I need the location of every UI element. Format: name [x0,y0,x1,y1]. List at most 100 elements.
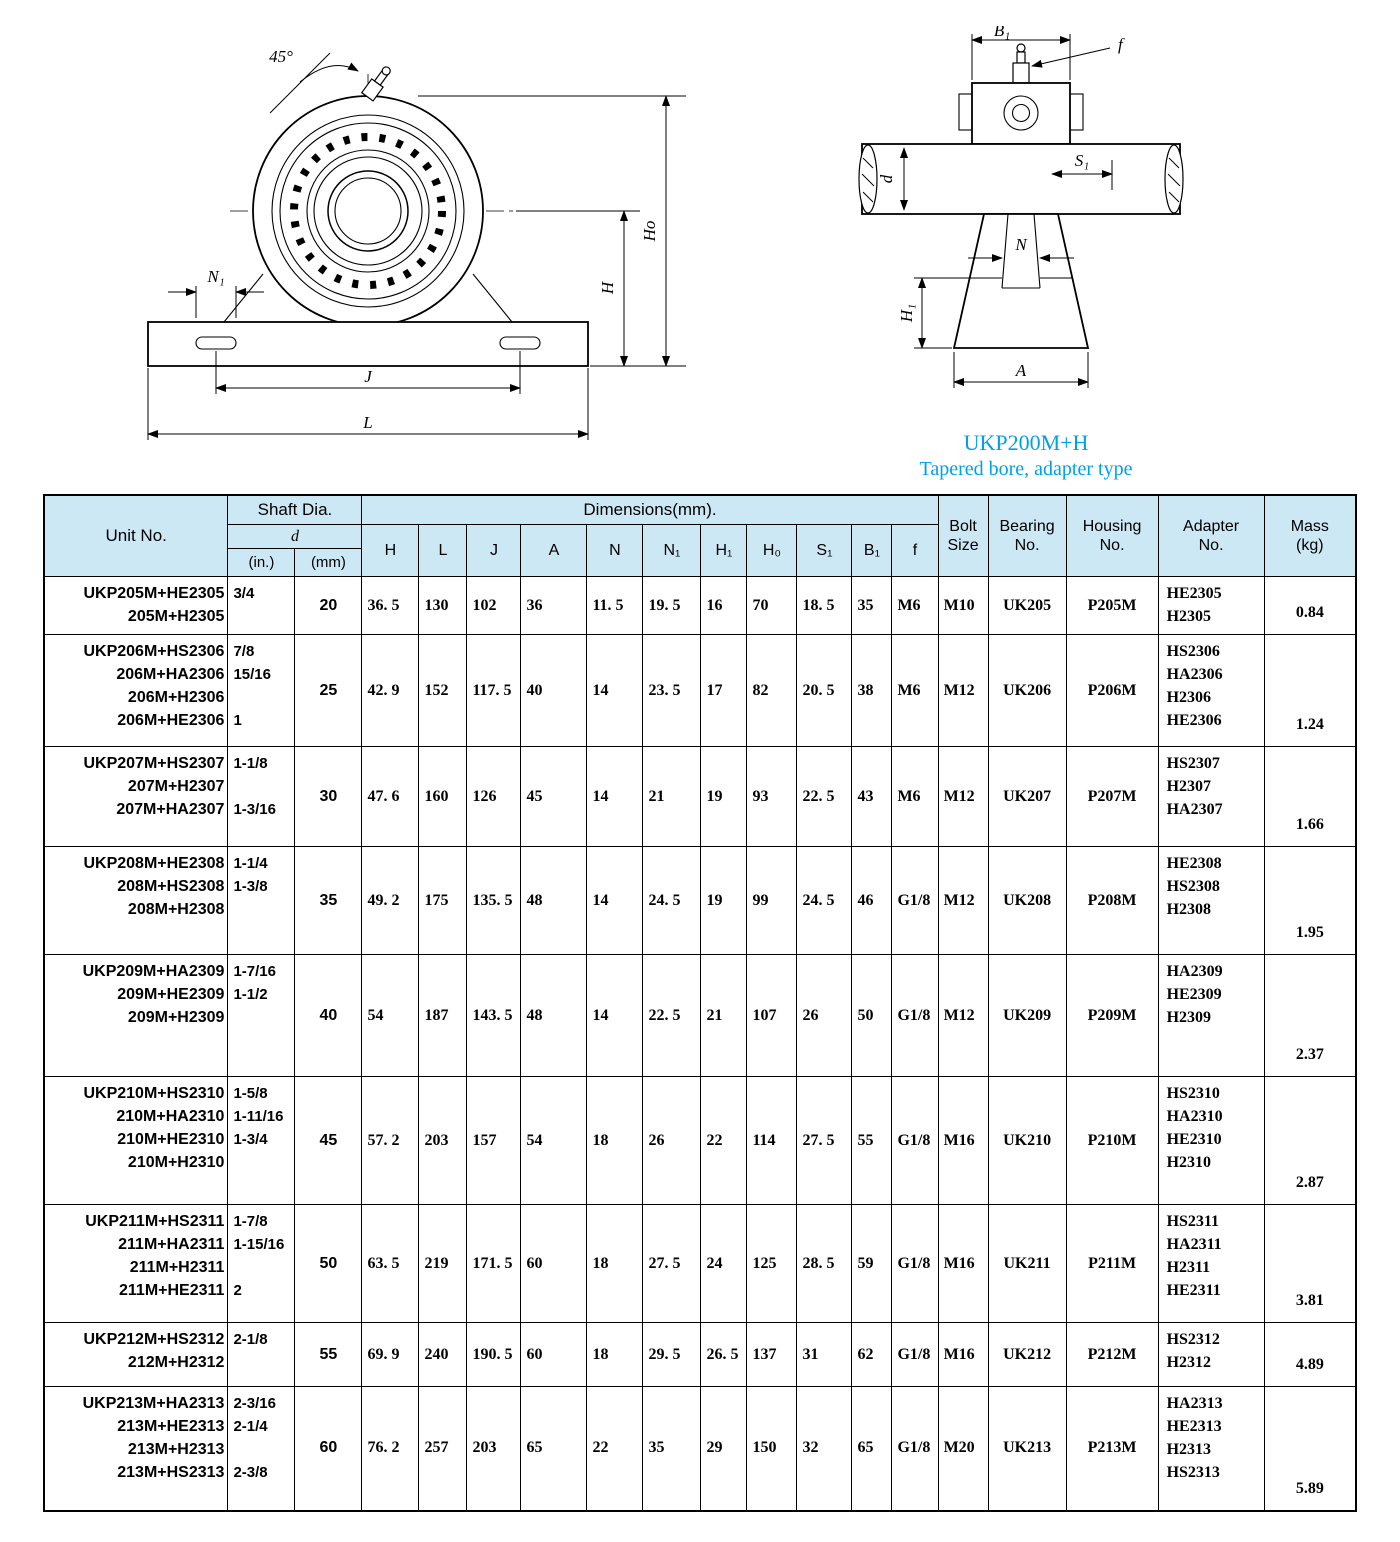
col-header-f: f [891,524,939,577]
dim-H1: 16 [700,576,748,635]
housing-no: P208M [1065,846,1159,955]
bolt-size: M16 [937,1204,989,1323]
dim-B1: 55 [851,1076,893,1205]
dim-S1: 26 [796,954,853,1077]
flange-left [958,93,973,131]
bolt-size: M16 [937,1076,989,1205]
dim-N1: 24. 5 [642,846,702,955]
dim-H1: 26. 5 [700,1322,748,1387]
unit-no: UKP205M+HE2305 205M+H2305 [43,576,229,635]
col-header-dimensions: Dimensions(mm). [361,494,939,525]
shaft-dia-mm: 40 [294,954,363,1077]
dim-H0: 99 [746,846,798,955]
shaft-dia-in: 1-7/16 1-1/2 [227,954,296,1077]
bearing-no: UK210 [987,1076,1067,1205]
dim-S1: 18. 5 [796,576,853,635]
housing-no: P209M [1065,954,1159,1077]
dim-H: 54 [361,954,420,1077]
housing-no: P206M [1065,634,1159,747]
dim-f: G1/8 [891,954,939,1077]
bolt-slot-right [499,336,541,350]
cavity-left [1001,213,1009,289]
dim-N: 18 [586,1076,644,1205]
table-row: UKP210M+HS2310 210M+HA2310 210M+HE2310 2… [43,1076,1357,1205]
dim-N: 22 [586,1386,644,1511]
table-row: UKP213M+HA2313 213M+HE2313 213M+H2313 21… [43,1386,1357,1511]
dim-N1: 23. 5 [642,634,702,747]
shaft-dia-in: 2-3/16 2-1/4 2-3/8 [227,1386,296,1511]
dim-A: 48 [520,846,588,955]
shaft-dia-mm: 35 [294,846,363,955]
dim-f: M6 [891,576,939,635]
shaft-dia-in: 1-1/8 1-3/16 [227,746,296,847]
dim-S1: 28. 5 [796,1204,853,1323]
flange-right [1069,93,1084,131]
dim-L: 257 [418,1386,468,1511]
dim-f: G1/8 [891,1386,939,1511]
housing-no: P212M [1065,1322,1159,1387]
dim-B1: 38 [851,634,893,747]
side-d-label: d [877,174,896,183]
shaft-dia-mm: 45 [294,1076,363,1205]
shaft-dia-in: 7/8 15/16 1 [227,634,296,747]
mass-kg: 1.95 [1263,846,1357,955]
adapter-no: HS2312 H2312 [1157,1322,1265,1387]
bolt-size: M16 [937,1322,989,1387]
unit-no: UKP212M+HS2312 212M+H2312 [43,1322,229,1387]
dim-H0: 82 [746,634,798,747]
leader-line-f [1031,47,1111,68]
shaft-end-right [1164,144,1184,214]
dim-H0: 137 [746,1322,798,1387]
table-row: UKP206M+HS2306 206M+HA2306 206M+H2306 20… [43,634,1357,747]
dim-N1: 27. 5 [642,1204,702,1323]
adapter-no: HS2310 HA2310 HE2310 H2310 [1157,1076,1265,1205]
inner-ring-outer [306,149,430,273]
housing-no: P210M [1065,1076,1159,1205]
dim-S1: 24. 5 [796,846,853,955]
col-header-S1: S₁ [796,524,853,577]
col-header-d: d [227,524,363,549]
dim-f: M6 [891,634,939,747]
dim-A: 60 [520,1204,588,1323]
table-row: UKP209M+HA2309 209M+HE2309 209M+H2309 1-… [43,954,1357,1077]
unit-no: UKP210M+HS2310 210M+HA2310 210M+HE2310 2… [43,1076,229,1205]
dim-N1: 26 [642,1076,702,1205]
dim-B1: 35 [851,576,893,635]
shaft-dia-in: 2-1/8 [227,1322,296,1387]
bearing-no: UK209 [987,954,1067,1077]
side-a-label: A [1015,361,1027,380]
dim-H0: 114 [746,1076,798,1205]
spec-table: Unit No. Shaft Dia. Dimensions(mm). Bolt… [42,493,1358,1512]
dim-B1: 65 [851,1386,893,1511]
side-n-label: N [1014,235,1028,254]
dim-H: 42. 9 [361,634,420,747]
side-view-drawing: B₁ f S₁ d N H₁ A [858,21,1184,388]
bearing-no: UK207 [987,746,1067,847]
dim-N: 14 [586,746,644,847]
unit-no: UKP206M+HS2306 206M+HA2306 206M+H2306 20… [43,634,229,747]
dim-B1: 43 [851,746,893,847]
bearing-no: UK213 [987,1386,1067,1511]
col-header-H0: H₀ [746,524,798,577]
dim-B1: 62 [851,1322,893,1387]
col-header-unit-no: Unit No. [43,494,229,577]
front-h-label: H [598,280,617,295]
bearing-section-bore [1011,103,1031,123]
angle-arc [299,62,359,83]
mass-kg: 4.89 [1263,1322,1357,1387]
dim-A: 60 [520,1322,588,1387]
bore-inner [334,177,402,245]
side-b1-label: B₁ [994,26,1010,40]
col-header-B1: B₁ [851,524,893,577]
table-row: UKP208M+HE2308 208M+HS2308 208M+H2308 1-… [43,846,1357,955]
shaft-dia-in: 3/4 [227,576,296,635]
dim-J: 203 [466,1386,522,1511]
bolt-size: M12 [937,954,989,1077]
dim-H1: 29 [700,1386,748,1511]
shaft-dia-in: 1-7/8 1-15/16 2 [227,1204,296,1323]
side-s1-label: S₁ [1075,151,1089,170]
col-header-J: J [466,524,522,577]
dim-N: 18 [586,1204,644,1323]
bolt-size: M12 [937,846,989,955]
shaft-dia-mm: 30 [294,746,363,847]
